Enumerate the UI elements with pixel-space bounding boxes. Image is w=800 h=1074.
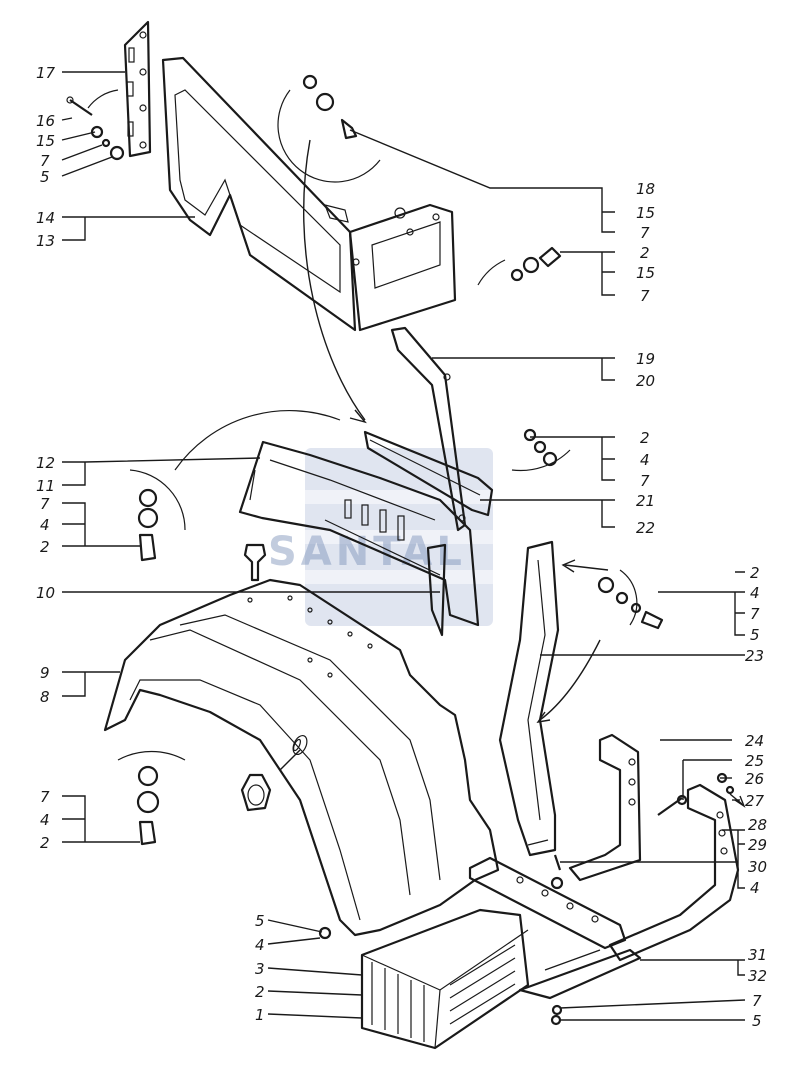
part-label-25: 25 <box>745 752 764 770</box>
part-label-16: 16 <box>36 112 55 130</box>
cross-plate <box>468 856 642 1000</box>
part-label-18: 18 <box>636 180 655 198</box>
part-label-22: 22 <box>636 519 655 537</box>
diagonal-strut <box>498 540 560 857</box>
part-label-31: 31 <box>748 946 767 964</box>
hardware-items <box>66 74 735 1026</box>
part-label-15: 15 <box>636 204 655 222</box>
part-label-10: 10 <box>36 584 55 602</box>
part-label-19: 19 <box>636 350 655 368</box>
part-label-24: 24 <box>745 732 764 750</box>
part-label-17: 17 <box>36 64 56 82</box>
upper-side-panel <box>161 56 457 332</box>
part-label-14: 14 <box>36 209 55 227</box>
main-mudguard <box>103 578 500 937</box>
part-label-7: 7 <box>640 224 650 242</box>
part-label-20: 20 <box>636 372 655 390</box>
part-label-5: 5 <box>750 626 760 644</box>
part-label-2: 2 <box>640 429 650 447</box>
part-labels: 17 16 15 7 5 14 13 18 15 7 2 15 7 19 20 … <box>36 64 767 1030</box>
part-label-29: 29 <box>748 836 767 854</box>
part-label-8: 8 <box>40 688 50 706</box>
part-label-7: 7 <box>40 152 50 170</box>
part-label-28: 28 <box>748 816 767 834</box>
mid-rail <box>363 430 494 517</box>
part-label-7: 7 <box>40 495 50 513</box>
upper-mounting-plate <box>123 20 152 158</box>
part-label-23: 23 <box>745 647 764 665</box>
part-label-5: 5 <box>40 168 50 186</box>
part-label-3: 3 <box>255 960 265 978</box>
part-label-15: 15 <box>36 132 55 150</box>
battery-box <box>360 908 530 1050</box>
rear-mudguard-upper <box>238 440 480 637</box>
part-label-26: 26 <box>745 770 764 788</box>
part-label-2: 2 <box>640 244 650 262</box>
watermark-text: SANTAL <box>268 529 466 575</box>
lower-stay-left <box>568 733 642 882</box>
part-label-13: 13 <box>36 232 55 250</box>
part-label-5: 5 <box>752 1012 762 1030</box>
part-label-1: 1 <box>255 1006 265 1024</box>
part-label-11: 11 <box>36 477 55 495</box>
lower-stay-right <box>608 783 740 962</box>
part-label-7: 7 <box>640 287 650 305</box>
part-label-21: 21 <box>636 492 655 510</box>
part-label-30: 30 <box>748 858 767 876</box>
detail-arcs <box>87 89 638 761</box>
part-label-2: 2 <box>255 983 265 1001</box>
part-label-4: 4 <box>40 811 50 829</box>
part-label-9: 9 <box>40 664 50 682</box>
part-label-27: 27 <box>745 792 765 810</box>
leader-lines <box>61 71 746 1021</box>
part-label-4: 4 <box>255 936 265 954</box>
part-label-4: 4 <box>750 584 760 602</box>
part-label-7: 7 <box>640 472 650 490</box>
part-label-5: 5 <box>255 912 265 930</box>
part-label-4: 4 <box>640 451 650 469</box>
part-label-4: 4 <box>750 879 760 897</box>
part-label-7: 7 <box>750 605 760 623</box>
part-label-4: 4 <box>40 516 50 534</box>
part-label-7: 7 <box>40 788 50 806</box>
part-label-12: 12 <box>36 454 55 472</box>
part-label-15: 15 <box>636 264 655 282</box>
part-label-7: 7 <box>752 992 762 1010</box>
push-clip <box>243 543 267 582</box>
cap-nut <box>240 773 272 812</box>
part-label-2: 2 <box>40 834 50 852</box>
part-label-32: 32 <box>748 967 767 985</box>
part-label-2: 2 <box>750 564 760 582</box>
part-label-2: 2 <box>40 538 50 556</box>
direction-arrows <box>279 139 746 808</box>
